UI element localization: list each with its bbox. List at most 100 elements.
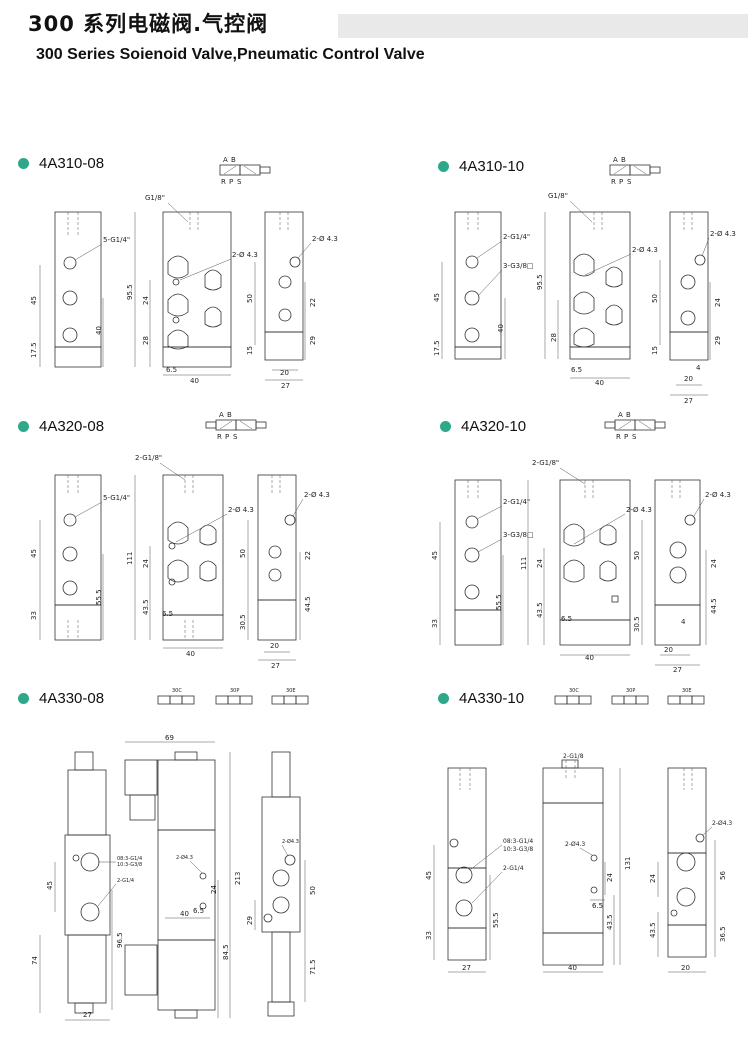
svg-text:2-Ø4.3: 2-Ø4.3 (176, 854, 193, 861)
side-view-4a310-10: 95.5 28 6.5 40 G1/8" 2-Ø 4.3 (536, 192, 658, 387)
svg-text:50: 50 (651, 294, 659, 303)
svg-text:R: R (217, 433, 222, 441)
svg-text:27: 27 (281, 382, 290, 390)
svg-text:40: 40 (497, 324, 505, 333)
valve-symbol-4a320-08: A B R P S (205, 411, 267, 441)
svg-text:40: 40 (190, 377, 199, 385)
svg-text:30P: 30P (230, 688, 239, 694)
section-title-4a310-08: 4A310-08 (18, 155, 104, 172)
svg-text:30E: 30E (286, 688, 296, 694)
valve-symbol-4a310-10: A B R P S (609, 156, 661, 186)
end-view-4a310-08: 50 22 15 29 20 27 2-Ø 4.3 (246, 211, 338, 390)
svg-text:40: 40 (595, 379, 604, 387)
svg-text:56: 56 (719, 871, 727, 880)
svg-text:33: 33 (30, 611, 38, 620)
svg-text:10:3-G3/8: 10:3-G3/8 (117, 862, 142, 868)
svg-text:28: 28 (142, 336, 150, 345)
svg-text:6.5: 6.5 (162, 610, 173, 618)
svg-text:6.5: 6.5 (571, 366, 582, 374)
svg-text:30P: 30P (626, 688, 635, 694)
svg-text:2-Ø 4.3: 2-Ø 4.3 (228, 506, 254, 514)
svg-text:6.5: 6.5 (193, 907, 204, 915)
end-view-4a320-08: 50 22 30.5 44.5 20 27 2-Ø 4.3 (239, 474, 330, 670)
svg-text:A: A (618, 411, 623, 419)
bullet-dot-icon (440, 421, 451, 432)
svg-text:84.5: 84.5 (222, 944, 230, 960)
svg-text:5-G1/4": 5-G1/4" (103, 494, 130, 502)
svg-text:28: 28 (550, 333, 558, 342)
bullet-dot-icon (438, 161, 449, 172)
svg-text:6.5: 6.5 (592, 902, 603, 910)
svg-text:43.5: 43.5 (649, 922, 657, 938)
svg-text:A: A (219, 411, 224, 419)
svg-text:30C: 30C (569, 688, 579, 694)
svg-text:24: 24 (710, 559, 718, 568)
svg-text:R: R (616, 433, 621, 441)
svg-text:20: 20 (280, 369, 289, 377)
svg-text:45: 45 (425, 871, 433, 880)
end-view-4a330-08: 50 29 71.5 2-Ø4.3 (246, 751, 317, 1017)
svg-text:24: 24 (210, 885, 218, 894)
front-view-4a320-10: 45 33 55.5 2-G1/4" 3-G3/8□ (431, 479, 534, 646)
svg-text:2-Ø4.3: 2-Ø4.3 (565, 841, 585, 848)
side-view-4a310-08: 95.5 24 28 6.5 40 G1/8" 2-Ø 4.3 (126, 194, 258, 385)
valve-symbols-4a330-08: 30C 30P 30E (157, 688, 309, 705)
valve-symbols-4a330-10: 30C 30P 30E (554, 688, 705, 705)
svg-text:40: 40 (568, 964, 577, 972)
svg-text:2-Ø4.3: 2-Ø4.3 (282, 838, 299, 845)
svg-text:55.5: 55.5 (492, 912, 500, 928)
svg-text:36.5: 36.5 (719, 926, 727, 942)
svg-text:2-G1/8": 2-G1/8" (532, 459, 559, 467)
svg-text:29: 29 (246, 916, 254, 925)
svg-text:S: S (233, 433, 238, 441)
svg-text:20: 20 (664, 646, 673, 654)
svg-text:27: 27 (271, 662, 280, 670)
svg-text:4: 4 (681, 618, 686, 626)
bullet-dot-icon (18, 693, 29, 704)
svg-text:P: P (619, 178, 623, 186)
side-view-4a330-08: 69 213 84.5 24 6.5 40 2-Ø4.3 (124, 734, 242, 1019)
page-title-cn: 300 系列电磁阀.气控阀 (28, 12, 269, 36)
svg-text:17.5: 17.5 (433, 340, 441, 356)
side-view-4a320-10: 111 24 43.5 6.5 40 2-G1/8" 2-Ø 4.3 (520, 459, 652, 662)
section-title-4a330-08: 4A330-08 (18, 690, 104, 707)
svg-text:3-G3/8□: 3-G3/8□ (503, 531, 534, 539)
valve-symbol-4a320-10: A B R P S (604, 411, 666, 441)
front-view-4a320-08: 45 33 55.5 5-G1/4" (30, 474, 130, 641)
svg-text:43.5: 43.5 (536, 602, 544, 618)
svg-text:20: 20 (270, 642, 279, 650)
header-bar (338, 14, 748, 38)
svg-text:95.5: 95.5 (536, 274, 544, 290)
svg-text:S: S (627, 178, 632, 186)
svg-text:P: P (624, 433, 628, 441)
svg-text:27: 27 (83, 1011, 92, 1019)
svg-text:74: 74 (31, 956, 39, 965)
svg-text:33: 33 (425, 931, 433, 940)
svg-text:2-Ø 4.3: 2-Ø 4.3 (232, 251, 258, 259)
svg-text:G1/8": G1/8" (145, 194, 165, 202)
svg-text:2-Ø 4.3: 2-Ø 4.3 (705, 491, 731, 499)
svg-text:22: 22 (309, 298, 317, 307)
valve-symbol-4a310-08: A B R P S (219, 156, 271, 186)
bullet-dot-icon (438, 693, 449, 704)
bullet-dot-icon (18, 158, 29, 169)
front-view-4a310-10: 45 17.5 40 2-G1/4" 3-G3/8□ (433, 211, 534, 360)
svg-text:40: 40 (585, 654, 594, 662)
svg-text:43.5: 43.5 (606, 914, 614, 930)
svg-text:2-G1/4: 2-G1/4 (117, 878, 134, 884)
svg-text:2-G1/4": 2-G1/4" (503, 233, 530, 241)
svg-text:R: R (221, 178, 226, 186)
svg-text:08:3-G1/4: 08:3-G1/4 (117, 856, 142, 862)
svg-text:17.5: 17.5 (30, 342, 38, 358)
svg-text:2-G1/4: 2-G1/4 (503, 865, 524, 872)
svg-text:08:3-G1/4: 08:3-G1/4 (503, 838, 533, 845)
section-title-4a310-10: 4A310-10 (438, 158, 524, 175)
svg-text:A: A (613, 156, 618, 164)
svg-text:24: 24 (142, 559, 150, 568)
svg-text:2-G1/8": 2-G1/8" (135, 454, 162, 462)
front-view-4a330-10: 45 33 55.5 27 08:3-G1/4 10:3-G3/8 2-G1/4 (425, 767, 533, 973)
svg-text:55.5: 55.5 (95, 589, 103, 605)
svg-text:4: 4 (696, 364, 701, 372)
svg-text:R: R (611, 178, 616, 186)
svg-text:6.5: 6.5 (561, 615, 572, 623)
